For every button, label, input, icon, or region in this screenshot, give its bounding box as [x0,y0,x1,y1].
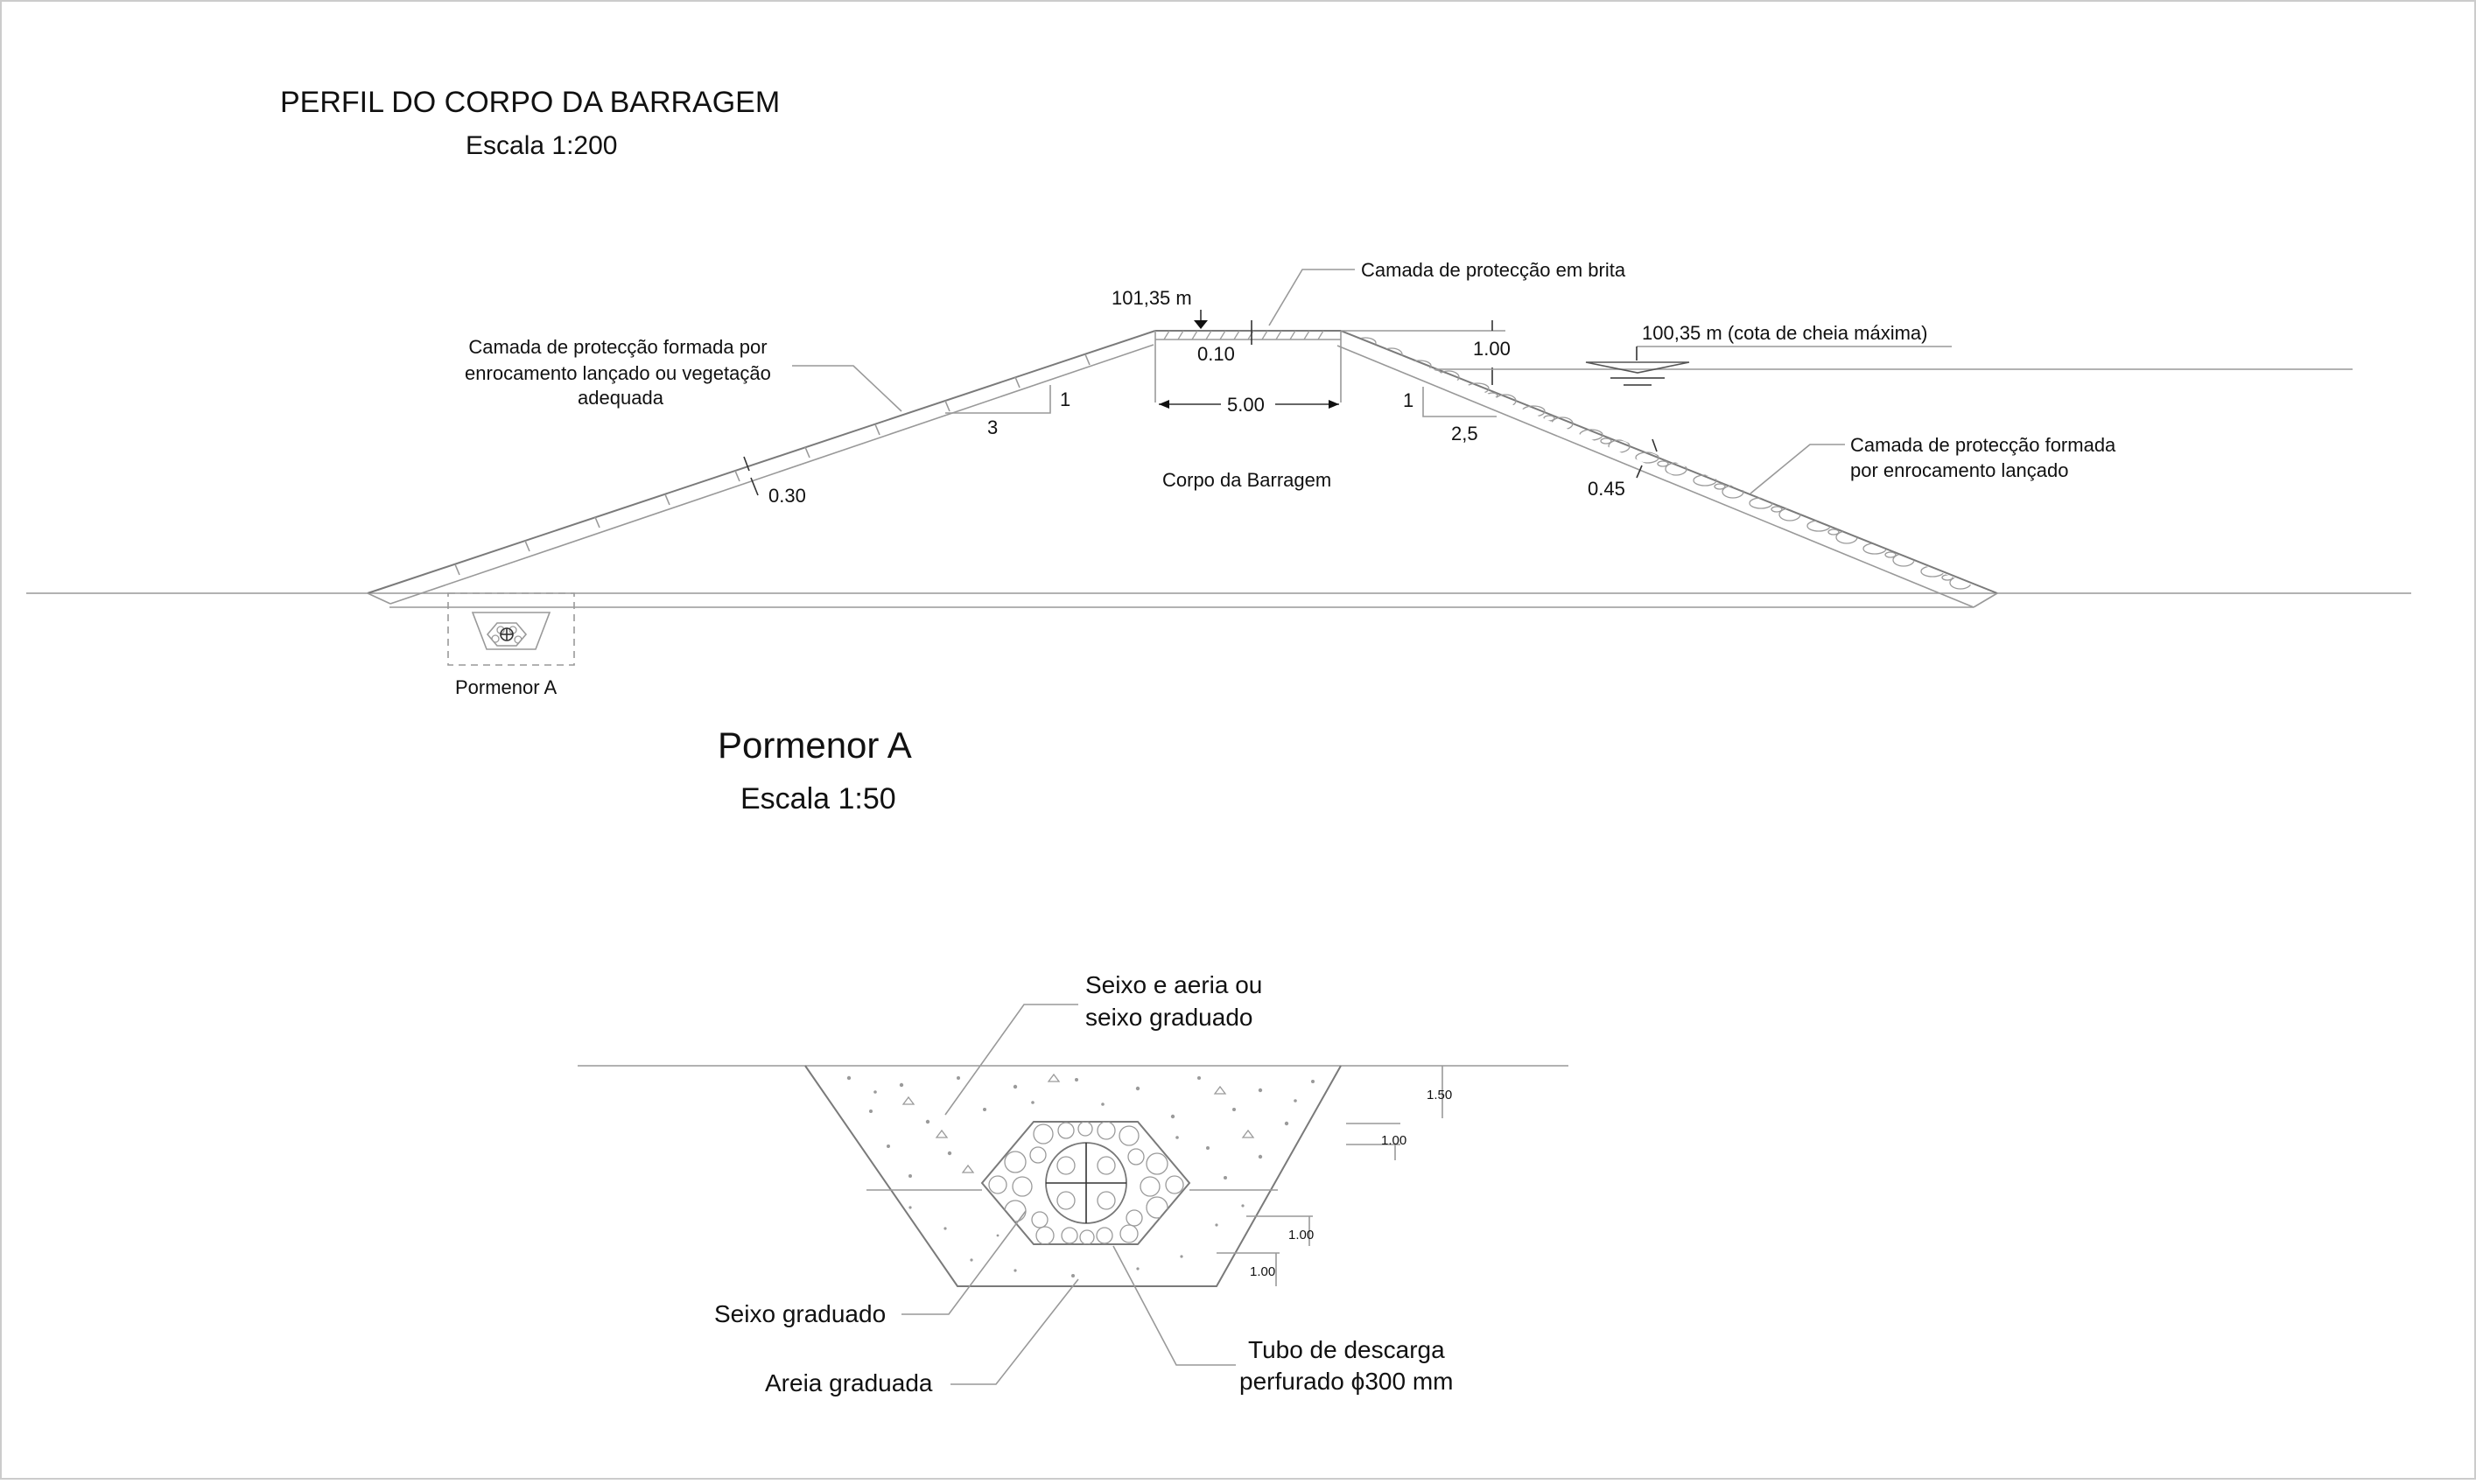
detail-ref-hex [486,622,528,647]
downstream-protection-note: Camada de protecção formada por enrocame… [1850,434,2121,481]
detail-ref-trench [471,612,551,650]
top-fill-stipple [846,1073,1315,1180]
body-label: Corpo da Barragem [1162,469,1331,491]
detail-title: Pormenor A [718,724,912,766]
crest-width-arrow-left [1159,400,1169,409]
detail-a: Pormenor A Escala 1:50 [578,724,1568,1396]
crest-width-arrow-right [1329,400,1339,409]
dim-4: 1.00 [1250,1264,1275,1279]
sand-stipple [908,1204,1245,1278]
downstream-thickness-tick2 [1636,465,1643,479]
profile-scale: Escala 1:200 [466,131,617,160]
dim-top: 1.50 [1427,1088,1452,1102]
upstream-thickness-tick1 [743,456,750,472]
downstream-slope-h: 2,5 [1451,423,1478,444]
crest-width: 5.00 [1227,394,1265,416]
crest-elevation-arrow [1194,320,1208,329]
dim-2: 1.00 [1381,1133,1406,1148]
detail-scale: Escala 1:50 [740,782,896,816]
crest-gravel-hatch [1163,331,1324,340]
detail-ref-box [447,592,575,666]
downstream-slope-outer [1340,330,1998,594]
upstream-layer-thickness: 0.30 [768,485,806,507]
max-flood-level: 100,35 m (cota de cheia máxima) [1642,322,1928,344]
trench-outline [804,1065,1342,1287]
pipe-leader [1112,1245,1236,1366]
upstream-slope-inner [389,344,1154,605]
top-fill-leader [944,1004,1078,1116]
gravel-label: Seixo graduado [714,1300,886,1327]
upstream-toe [367,592,391,605]
downstream-toe [1973,592,1998,608]
downstream-slope-triangle [1422,387,1497,417]
downstream-layer-thickness: 0.45 [1588,478,1625,500]
upstream-slope-h: 3 [987,416,998,438]
upstream-thickness-tick2 [750,477,759,496]
sand-leader [950,1278,1079,1385]
downstream-slope-inner [1336,345,1974,608]
gravel-hexagon [980,1121,1191,1245]
detail-ref-label: Pormenor A [455,676,557,698]
crest-layer-thickness: 0.10 [1197,343,1235,365]
upstream-slope-v: 1 [1060,388,1070,410]
crest-layer-leader [1268,269,1355,326]
downstream-protection-leader [1750,444,1845,494]
sand-label: Areia graduada [765,1369,933,1396]
dam-profile: PERFIL DO CORPO DA BARRAGEM Escala 1:200 [26,86,2411,698]
crest-layer-note: Camada de protecção em brita [1361,259,1626,281]
upstream-slope-triangle [945,385,1051,414]
water-level-symbol [1585,361,1690,374]
downstream-thickness-tick1 [1652,438,1658,452]
downstream-slope-v: 1 [1403,389,1413,411]
crest-elevation: 101,35 m [1112,287,1192,309]
gravel-leader [901,1210,1027,1315]
top-fill-label: Seixo e aeria ou seixo graduado [1085,971,1269,1031]
profile-title: PERFIL DO CORPO DA BARRAGEM [280,86,780,119]
gravel-pattern [988,1122,1184,1244]
upstream-protection-leader [792,365,902,412]
upstream-protection-note: Camada de protecção formada por enrocame… [465,336,776,409]
freeboard: 1.00 [1473,338,1511,360]
dim-3: 1.00 [1288,1228,1314,1242]
upstream-protection-ticks [454,354,1091,576]
pipe-label: Tubo de descarga perfurado ϕ300 mm [1239,1336,1453,1395]
detail-dimensions: 1.50 1.00 1.00 1.00 [1217,1066,1452,1286]
upstream-slope-outer [367,330,1156,594]
